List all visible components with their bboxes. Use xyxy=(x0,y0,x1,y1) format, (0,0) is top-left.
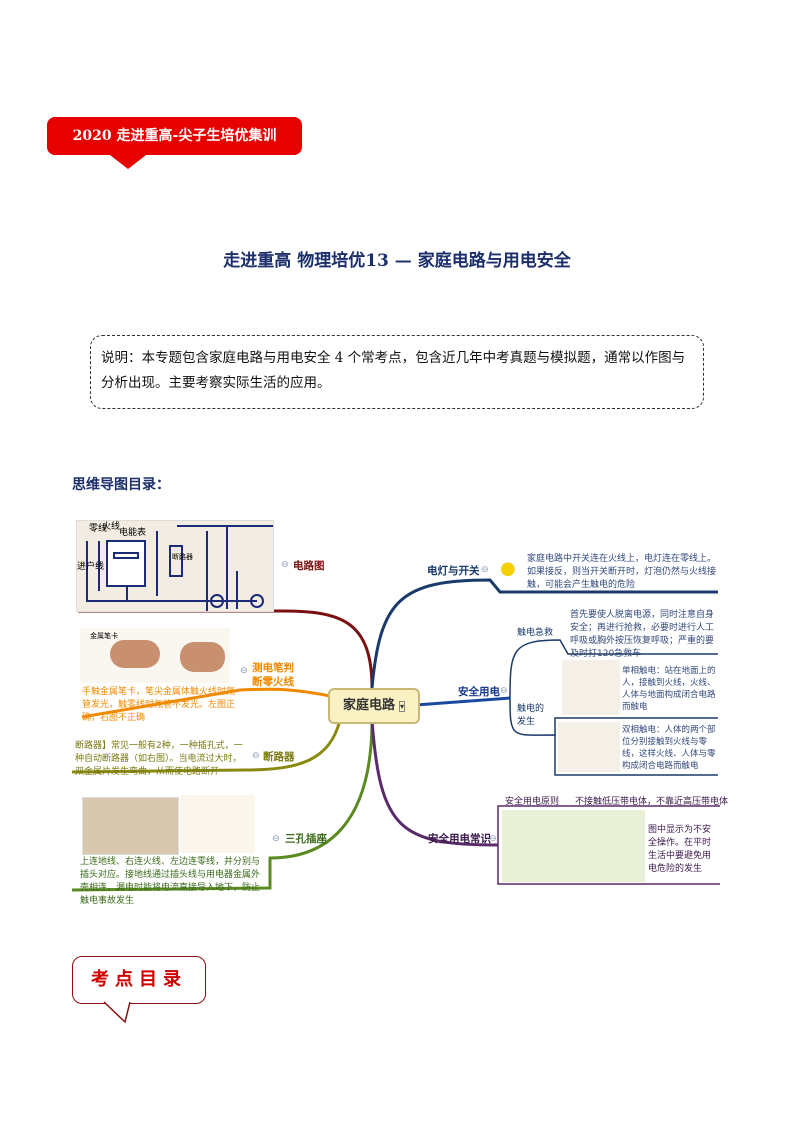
callout-tail xyxy=(103,1001,131,1024)
banner-pointer xyxy=(110,155,146,169)
branch-safety xyxy=(415,696,511,707)
common-sense-text: 图中显示为不安全操作。在平时生活中要避免用电危险的发生 xyxy=(648,825,712,874)
node-tester[interactable]: 测电笔判断零火线 xyxy=(252,662,294,688)
diagram-label: 断路器 xyxy=(172,553,193,561)
branch-tester xyxy=(81,687,331,719)
collapse-icon[interactable]: ⊖ xyxy=(481,565,489,575)
principle-text: 不接触低压带电体，不靠近高压带电体 xyxy=(575,797,729,807)
branch-shock-single xyxy=(554,717,718,735)
branch-common-bracket xyxy=(497,805,720,885)
diagram-label: 电能表 xyxy=(119,528,147,538)
node-shock-occurrence[interactable]: 触电的发生 xyxy=(517,704,545,727)
shock-cartoon-image xyxy=(180,795,255,853)
node-lamp-switch[interactable]: 电灯与开关 xyxy=(427,565,480,577)
collapse-icon[interactable]: ⊖ xyxy=(252,751,260,761)
tester-image: 金属笔卡 xyxy=(80,628,230,683)
mindmap-heading: 思维导图目录： xyxy=(72,477,170,493)
diagram-label: 零线 xyxy=(89,524,108,534)
collapse-icon[interactable]: ⊖ xyxy=(240,666,248,676)
double-phase-image xyxy=(558,722,620,772)
lightbulb-icon: ● xyxy=(500,558,516,579)
collapse-icon[interactable]: ⊖ xyxy=(272,834,280,844)
header-banner: 2020 走进重高-尖子生培优集训 xyxy=(47,117,302,155)
node-common-sense[interactable]: 安全用电常识 xyxy=(428,833,491,845)
branch-breaker xyxy=(71,719,342,774)
branch-first-aid xyxy=(509,639,718,699)
description-box: 说明：本专题包含家庭电路与用电安全 4 个常考点，包含近几年中考真题与模拟题，通… xyxy=(90,335,704,409)
breaker-text: 断路器】常见一般有2种，一种插孔式，一种自动断路器（如右图）。当电流过大时，双金… xyxy=(75,741,243,777)
node-breaker[interactable]: 断路器 xyxy=(263,751,295,763)
mindmap-center-node[interactable]: 家庭电路▾ xyxy=(328,688,420,724)
node-first-aid[interactable]: 触电急救 xyxy=(517,628,554,638)
diagram-label: 火线 xyxy=(102,522,121,532)
first-aid-text: 首先要使人脱离电源，同时注意自身安全；再进行抢救，必要时进行人工呼吸或胸外按压恢… xyxy=(570,610,715,659)
tester-text: 手触金属笔卡，笔尖金属体触火线时氖管发光，触零线时氖管不发光。左图正确，右图不正… xyxy=(82,687,236,723)
single-phase-image xyxy=(562,660,620,715)
branch-common xyxy=(370,719,499,847)
unsafe-operations-image xyxy=(502,810,645,882)
note-icon: ▾ xyxy=(399,701,406,712)
node-safe-electricity[interactable]: 安全用电 xyxy=(458,686,500,698)
lamp-switch-text: 家庭电路中开关连在火线上，电灯连在零线上。如果接反，则当开关断开时，灯泡仍然与火… xyxy=(527,554,717,590)
branch-socket xyxy=(71,719,374,892)
double-phase-text: 双相触电：人体的两个部位分别接触到火线与零线，这样火线、人体与零构成闭合电路而触… xyxy=(622,725,716,771)
collapse-icon[interactable]: ⊖ xyxy=(281,560,289,570)
collapse-icon[interactable]: ⊖ xyxy=(489,834,497,844)
branch-circuit xyxy=(78,609,374,689)
collapse-icon[interactable]: ⊖ xyxy=(500,686,508,696)
page-title: 走进重高 物理培优13 — 家庭电路与用电安全 xyxy=(223,251,571,271)
tester-caption: 金属笔卡 xyxy=(90,632,118,640)
socket-text: 上连地线、右连火线、左边连零线，并分别与插头对应。接地线通过插头线与用电器金属外… xyxy=(80,857,261,906)
single-phase-text: 单相触电：站在地面上的人，接触到火线，火线、人体与地面构成闭合电路而触电 xyxy=(622,666,716,712)
hand-illustration xyxy=(110,640,160,668)
node-circuit-diagram[interactable]: 电路图 xyxy=(293,560,325,572)
node-principle[interactable]: 安全用电原则 xyxy=(505,797,560,807)
circuit-diagram-image: 零线 火线 电能表 进户线 断路器 xyxy=(76,520,274,612)
socket-image xyxy=(82,797,179,855)
node-socket[interactable]: 三孔插座 xyxy=(285,833,327,845)
exam-points-heading: 考点目录 xyxy=(72,956,206,1004)
hand-illustration xyxy=(180,642,225,672)
branch-lamp xyxy=(370,578,718,689)
diagram-label: 进户线 xyxy=(77,562,105,572)
